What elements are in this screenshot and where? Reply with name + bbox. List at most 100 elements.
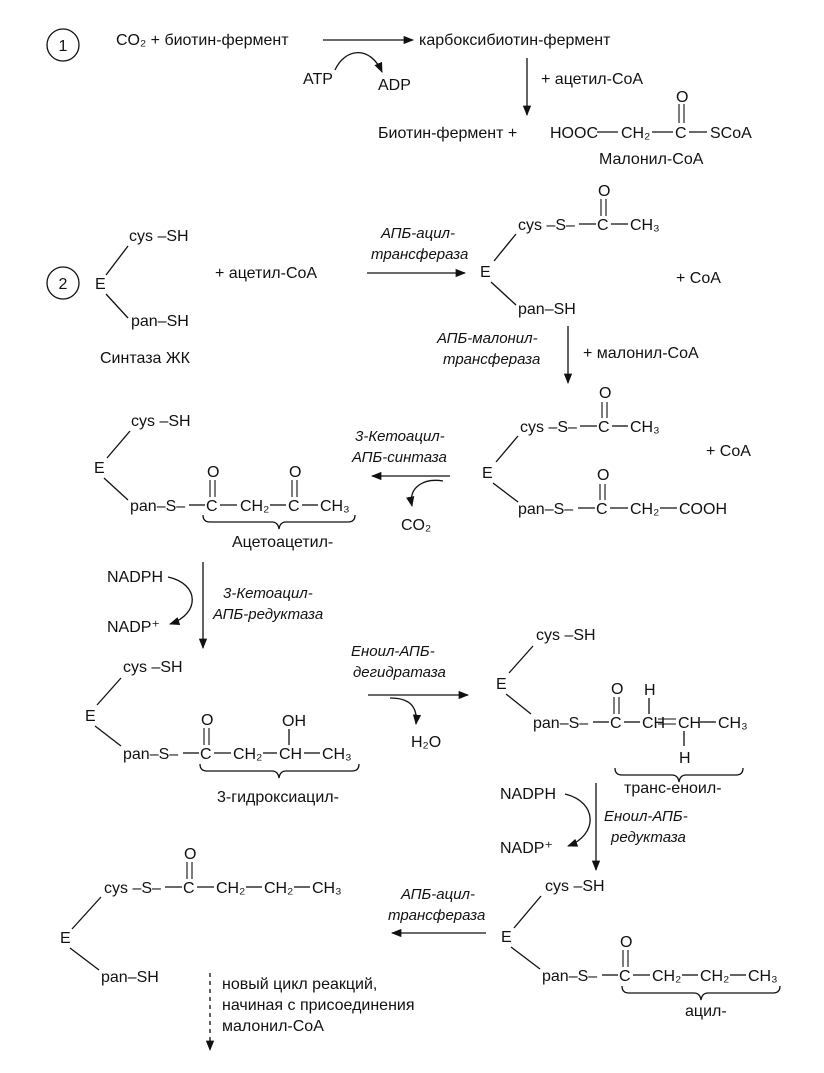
bond: [105, 293, 129, 319]
acyl-label: ацил-: [685, 1003, 727, 1020]
enzyme-malonyl-transferase-b: трансфераза: [443, 351, 540, 368]
malonyl-o: O: [676, 89, 688, 106]
plus-coa-2: + CoA: [706, 443, 751, 460]
new-cycle-line-2: начиная с присоединения: [222, 997, 415, 1014]
aa-c1: C: [206, 498, 218, 515]
malonyl-coa-label: Малонил-CoA: [599, 151, 704, 168]
new-cycle-line-3: малонил-CoA: [222, 1018, 324, 1035]
step-3: cys –S– C O CH₃ E pan–S– C O CH₂ COOH + …: [94, 385, 751, 551]
ha-e: E: [85, 708, 96, 725]
bond: [106, 430, 131, 459]
ac-e: E: [501, 929, 512, 946]
ac-ch3: CH₃: [748, 968, 778, 985]
am-o2: O: [597, 467, 609, 484]
acetyl-o: O: [598, 183, 610, 200]
am-c: C: [598, 419, 610, 436]
step-1: 1 CO₂ + биотин-фермент ATP ADP карбоксиб…: [46, 28, 752, 168]
enzyme-ketoacyl-reductase-a: 3-Кетоацил-: [223, 585, 313, 602]
acetoacetyl-label: Ацетоацетил-: [232, 534, 333, 551]
aa-o2: O: [289, 464, 301, 481]
enzyme-acyl-transferase-1b: трансфераза: [371, 246, 468, 263]
synthase-e: E: [95, 276, 106, 293]
step-1-circle: [46, 28, 80, 62]
arrow-co2-release: [406, 479, 444, 508]
acyl-brace: [621, 985, 781, 1001]
step-2-circle: [46, 266, 80, 300]
lc-ch2-a: CH₂: [216, 880, 245, 897]
lc-o: O: [184, 846, 196, 863]
biotin-enzyme-plus: Биотин-фермент +: [378, 125, 517, 142]
bond: [490, 281, 517, 306]
te-e: E: [496, 676, 507, 693]
te-c1: C: [610, 715, 622, 732]
ha-oh: OH: [282, 713, 306, 730]
lc-ch2-b: CH₂: [264, 880, 293, 897]
te-h-bottom: H: [679, 750, 691, 767]
acetyl-ch3: CH₃: [630, 217, 660, 234]
fatty-acid-synthase-label: Синтаза ЖК: [100, 350, 191, 367]
am-c2: C: [596, 501, 608, 518]
step-6: NADPH NADP⁺ Еноил-АПБ- редуктаза cys –SH…: [60, 783, 781, 1052]
arrow-atp-adp: [334, 52, 383, 73]
te-o: O: [611, 681, 623, 698]
synthase-pan-sh: pan–SH: [131, 313, 189, 330]
acetyl-cys-s: cys –S–: [518, 217, 575, 234]
bond: [71, 896, 102, 930]
lc-ch3: CH₃: [312, 880, 342, 897]
bond: [492, 482, 519, 503]
plus-acetyl-coa-2: + ацетил-CoA: [215, 265, 317, 282]
aa-cys-sh: cys –SH: [131, 413, 191, 430]
trans-enoyl-label: транс-еноил-: [624, 780, 722, 797]
bond: [508, 645, 534, 674]
aa-o1: O: [207, 464, 219, 481]
enzyme-acyl-transferase-2a: АПБ-ацил-: [400, 886, 475, 903]
enzyme-malonyl-transferase-a: АПБ-малонил-: [436, 330, 538, 347]
arrow-nadph-nadp-2: [564, 793, 591, 847]
step-4: NADPH NADP⁺ 3-Кетоацил- АПБ-редуктаза cy…: [85, 562, 360, 806]
ha-c: C: [200, 746, 212, 763]
am-ch3: CH₃: [630, 419, 660, 436]
bond: [495, 435, 519, 463]
nadph-2: NADPH: [500, 786, 556, 803]
arrow-h2o-release: [389, 697, 422, 726]
nadp-2: NADP⁺: [500, 840, 553, 857]
am-cys-s: cys –S–: [520, 419, 577, 436]
lc-c: C: [183, 880, 195, 897]
ac-cys-sh: cys –SH: [545, 878, 605, 895]
plus-malonyl-coa: + малонил-CoA: [583, 345, 699, 362]
am-pan-s: pan–S–: [518, 501, 573, 518]
te-cys-sh: cys –SH: [536, 627, 596, 644]
step-2: 2 cys –SH E pan–SH Синтаза ЖК + ацетил-C…: [46, 183, 721, 385]
aa-ch2: CH₂: [240, 498, 269, 515]
enzyme-ketoacyl-reductase-b: АПБ-редуктаза: [212, 606, 323, 623]
ha-cys-sh: cys –SH: [123, 659, 183, 676]
co2-plus-biotin-enzyme: CO₂ + биотин-фермент: [116, 32, 289, 49]
malonyl-c: C: [675, 125, 687, 142]
bond: [94, 725, 122, 747]
enzyme-enoyl-reductase-b: редуктаза: [610, 829, 686, 846]
enzyme-dehydratase-a: Еноил-АПБ-: [351, 643, 435, 660]
enzyme-ketoacyl-synthase-a: 3-Кетоацил-: [355, 428, 445, 445]
trans-enoyl-brace: [614, 767, 744, 783]
lc-e: E: [60, 930, 71, 947]
te-ch3: CH₃: [718, 715, 748, 732]
enzyme-enoyl-reductase-a: Еноил-АПБ-: [604, 808, 688, 825]
lc-cys-s: cys –S–: [104, 880, 161, 897]
ha-o: O: [201, 712, 213, 729]
nadp-1: NADP⁺: [107, 619, 160, 636]
bond: [505, 693, 532, 715]
step-1-number: 1: [59, 38, 68, 55]
ac-ch2-b: CH₂: [700, 968, 729, 985]
ha-ch: CH: [279, 746, 302, 763]
bond: [493, 233, 517, 262]
ac-pan-s: pan–S–: [542, 968, 597, 985]
new-cycle-line-1: новый цикл реакций,: [222, 976, 377, 993]
ha-ch3: CH₃: [322, 746, 352, 763]
hydroxyacyl-label: 3-гидроксиацил-: [217, 789, 339, 806]
aa-pan-s: pan–S–: [130, 498, 185, 515]
bond: [69, 947, 100, 971]
bond: [513, 895, 542, 929]
ha-pan-s: pan–S–: [123, 746, 178, 763]
malonyl-ch2: CH₂: [621, 125, 650, 142]
